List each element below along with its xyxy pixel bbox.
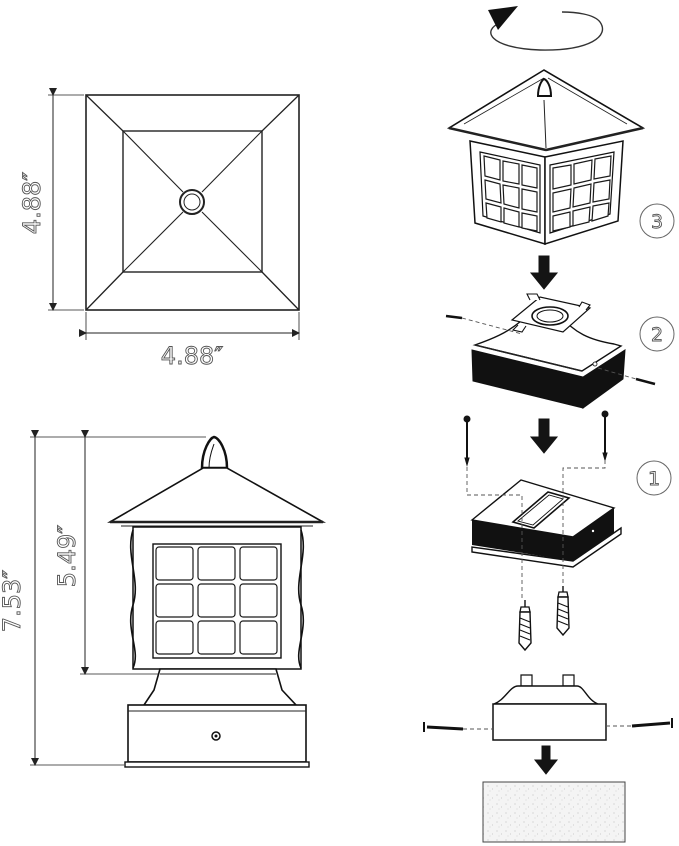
step1-guide-lines xyxy=(466,460,606,600)
step1-base-drawing xyxy=(470,479,622,568)
top-view-drawing xyxy=(85,94,300,311)
step2-adapter-drawing xyxy=(471,293,626,409)
overall-height-label: 7.53″ xyxy=(0,570,26,632)
overall-height-dimension-line xyxy=(30,430,206,766)
right-window-grid xyxy=(552,155,612,232)
step2-badge: 2 xyxy=(639,316,675,352)
front-view-drawing xyxy=(107,435,327,768)
step2-label: 2 xyxy=(651,324,663,346)
screw-icon xyxy=(606,718,673,728)
step3-badge: 3 xyxy=(639,203,675,239)
wall-anchor-icon xyxy=(518,600,532,652)
screw-icon xyxy=(463,415,471,467)
down-arrow-icon xyxy=(533,745,559,775)
down-arrow-icon xyxy=(529,255,559,290)
left-window-grid xyxy=(483,155,538,232)
top-height-label: 4.88″ xyxy=(18,172,46,234)
top-width-label: 4.88″ xyxy=(161,342,223,370)
screw-icon xyxy=(597,367,656,386)
screw-icon xyxy=(445,314,523,335)
step1-badge: 1 xyxy=(636,460,672,496)
step1-label: 1 xyxy=(648,468,660,490)
lantern-height-dimension-line xyxy=(80,430,158,675)
screw-icon xyxy=(601,410,609,462)
rotate-arrow-icon xyxy=(488,6,604,51)
top-width-dimension-line xyxy=(79,312,300,340)
concrete-post xyxy=(482,781,626,843)
lantern-height-label: 5.49″ xyxy=(53,525,81,587)
step3-lantern-drawing xyxy=(446,69,646,246)
screw-icon xyxy=(423,722,493,732)
window-panes xyxy=(155,546,278,655)
down-arrow-icon xyxy=(529,418,559,454)
top-height-dimension-line xyxy=(48,88,84,311)
step3-label: 3 xyxy=(651,211,663,233)
installed-base-drawing xyxy=(492,674,607,741)
wall-anchor-icon xyxy=(556,586,570,637)
